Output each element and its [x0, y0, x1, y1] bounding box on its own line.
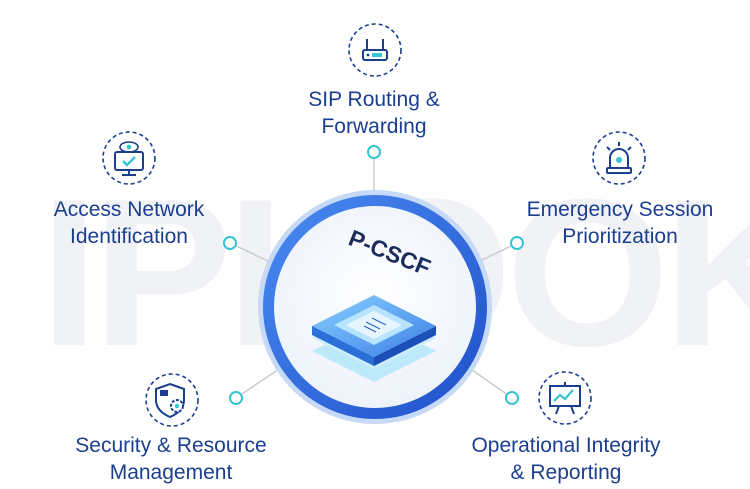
label-sip-line2: Forwarding [321, 115, 427, 138]
connector-dot-access [223, 236, 237, 250]
label-access-network: Access Network Identification [24, 196, 234, 250]
connector-dot-security [229, 391, 243, 405]
presentation-chart-icon [537, 370, 593, 426]
label-emergency-line2: Prioritization [562, 225, 678, 248]
chip-icon [312, 295, 436, 382]
label-sip-routing: SIP Routing & Forwarding [274, 86, 474, 140]
connector-dot-operational [505, 391, 519, 405]
connector-dot-emergency [510, 236, 524, 250]
label-emergency-session: Emergency Session Prioritization [500, 196, 740, 250]
label-access-line1: Access Network [53, 198, 205, 221]
label-operational-integrity: Operational Integrity & Reporting [436, 432, 696, 486]
label-security-line1: Security & Resource [75, 434, 267, 457]
label-security-line2: Management [109, 461, 233, 484]
connector-security [235, 366, 283, 399]
label-access-line2: Identification [70, 225, 188, 248]
label-operational-line2: & Reporting [510, 461, 622, 484]
router-icon [347, 22, 403, 78]
label-emergency-line1: Emergency Session [526, 198, 714, 221]
siren-icon [591, 130, 647, 186]
monitor-check-icon [101, 130, 157, 186]
shield-gear-icon [144, 372, 200, 428]
label-sip-line1: SIP Routing & [308, 88, 440, 111]
label-operational-line1: Operational Integrity [471, 434, 661, 457]
label-security-resource: Security & Resource Management [46, 432, 296, 486]
connector-access [229, 242, 271, 263]
connector-operational [467, 366, 513, 399]
connector-dot-sip [367, 145, 381, 159]
center-node: P-CSCF [258, 190, 492, 424]
